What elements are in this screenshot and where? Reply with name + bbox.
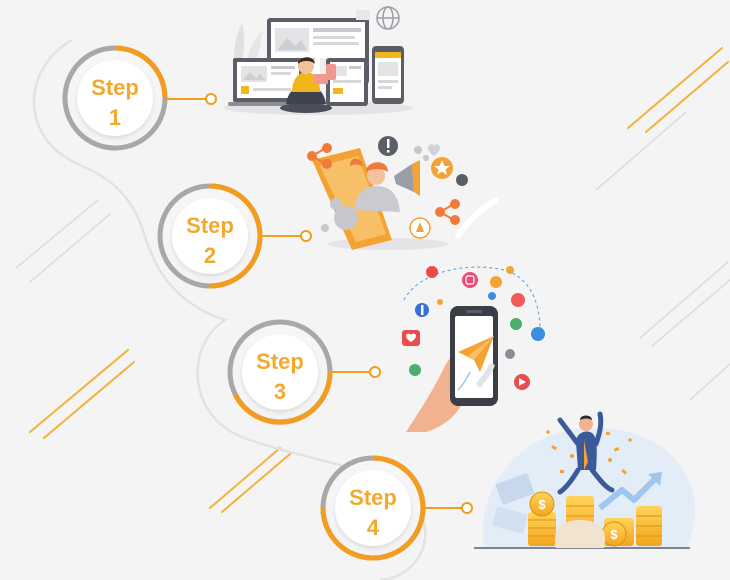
- confetti-icon: [546, 430, 632, 475]
- step-2-connector-dot: [300, 230, 312, 242]
- step-3-number: 3: [274, 379, 286, 404]
- heart-icon: [402, 330, 420, 346]
- step-1: Step 1: [62, 45, 217, 151]
- alert-icon: [378, 136, 398, 156]
- step-1-progress-arc: [114, 45, 168, 99]
- mobile-marketing-illustration: [402, 266, 545, 432]
- step-2-inner-circle: [172, 198, 248, 274]
- step-1-number: 1: [109, 105, 121, 130]
- svg-text:$: $: [610, 527, 618, 542]
- step-2: Step 2: [157, 183, 312, 289]
- like-icon: [409, 266, 545, 376]
- person-laptop-icon: [280, 57, 336, 113]
- facebook-icon: [415, 303, 429, 317]
- globe-icon: [376, 6, 400, 30]
- step-4-word: Step: [349, 485, 397, 510]
- instagram-icon: [462, 272, 478, 288]
- like-icon: [409, 174, 468, 239]
- step-1-inner-circle: [77, 60, 153, 136]
- money-icon: [492, 473, 535, 534]
- laptop-icon: [228, 58, 308, 106]
- step-2-number: 2: [204, 243, 216, 268]
- share-icon: [435, 199, 460, 225]
- tablet-icon: [326, 58, 368, 106]
- share-icon: [307, 143, 332, 169]
- step-4: Step 4: [320, 455, 473, 561]
- svg-text:$: $: [538, 497, 546, 512]
- step-2-progress-arc: [209, 183, 263, 289]
- step-3-connector-dot: [369, 366, 381, 378]
- jumping-person-icon: [557, 411, 615, 495]
- step-4-inner-circle: [335, 470, 411, 546]
- phone-icon: [372, 46, 404, 104]
- step-3: Step 3: [227, 319, 381, 425]
- success-profit-illustration: $ $: [474, 411, 696, 549]
- step-3-inner-circle: [242, 334, 318, 410]
- web-design-illustration: [223, 6, 413, 115]
- step-4-number: 4: [367, 515, 380, 540]
- social-promotion-illustration: [307, 136, 499, 250]
- youtube-icon: [514, 374, 530, 390]
- step-3-word: Step: [256, 349, 304, 374]
- star-icon: [431, 157, 453, 179]
- growth-arrow-icon: [598, 472, 662, 511]
- step-3-progress-arc: [232, 371, 333, 425]
- paper-plane-icon: [457, 336, 494, 391]
- step-4-connector-dot: [461, 502, 473, 514]
- step-2-word: Step: [186, 213, 234, 238]
- step-1-word: Step: [91, 75, 139, 100]
- decorative-lines: [15, 47, 730, 513]
- step-4-progress-arc: [320, 455, 426, 561]
- megaphone-person-icon: [350, 158, 420, 212]
- heart-icon: [428, 144, 440, 156]
- step-1-connector-dot: [205, 93, 217, 105]
